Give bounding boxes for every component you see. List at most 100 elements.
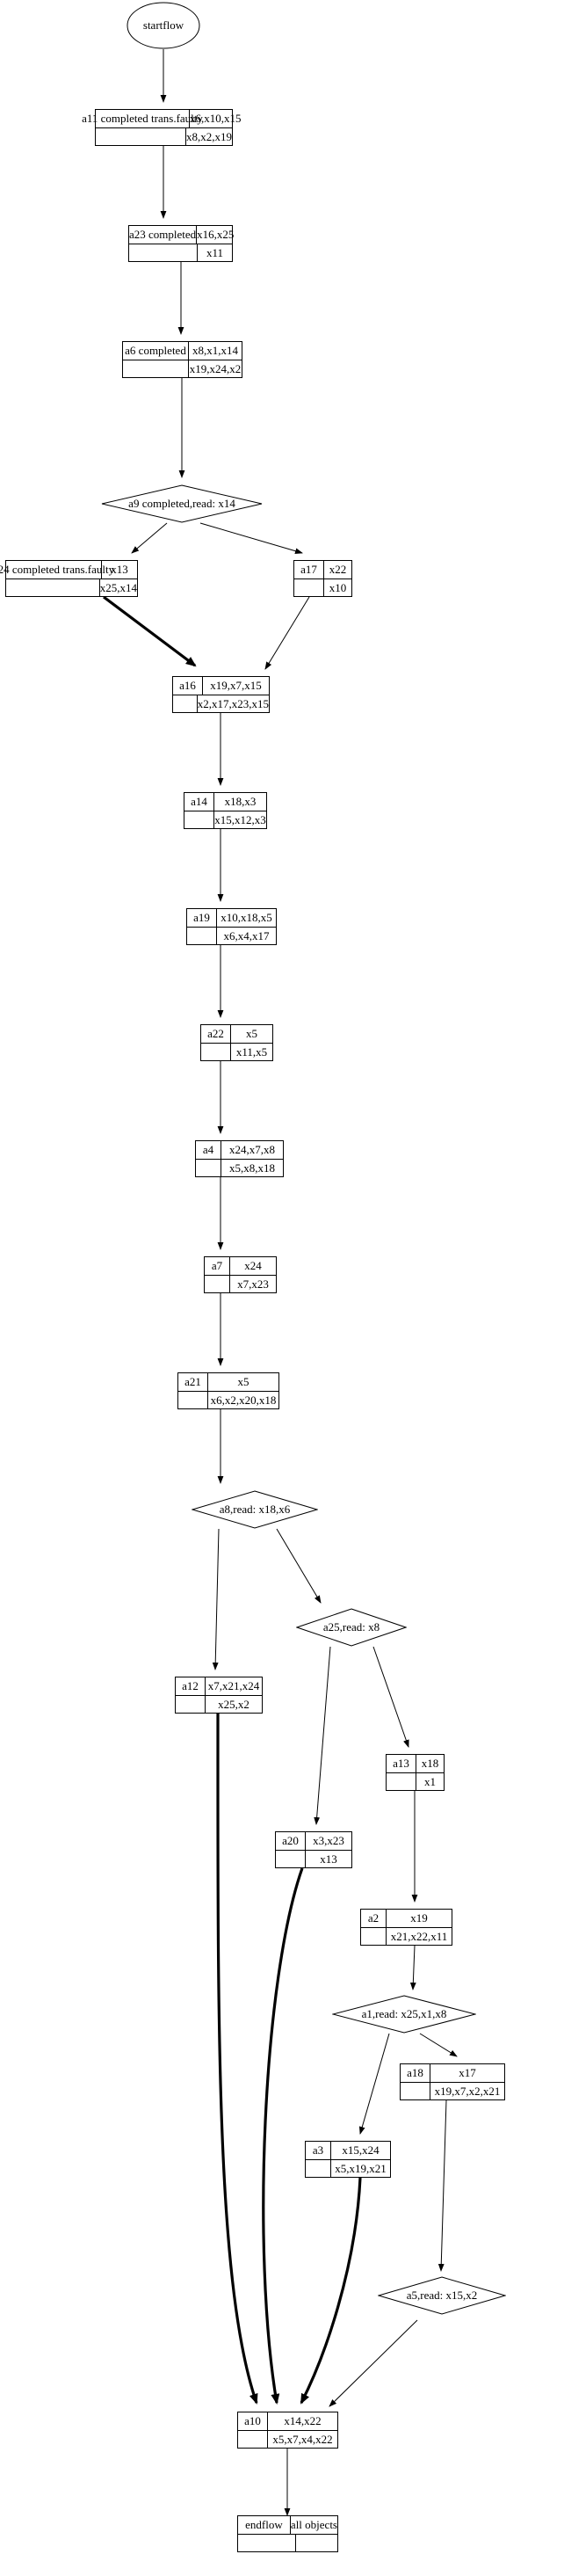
- node-a18-bottom-right: x19,x7,x2,x21: [434, 2084, 501, 2098]
- node-a3-bottom-left: [306, 2159, 331, 2177]
- node-a20-bottom-left: [276, 1850, 306, 1867]
- endflow-row2-left: [238, 2534, 296, 2551]
- startflow-label: startflow: [142, 18, 184, 32]
- decision-a1-label: a1,read: x25,x1,x8: [361, 2007, 447, 2020]
- node-a20-name: a20: [276, 1832, 306, 1850]
- node-a14-bottom-left: [184, 811, 214, 828]
- decision-a5[interactable]: a5,read: x15,x2: [378, 2276, 506, 2315]
- node-a23-top-right: x16,x25: [197, 228, 235, 242]
- node-a14-top-right: x18,x3: [224, 795, 257, 809]
- decision-a9-label: a9 completed,read: x14: [128, 497, 235, 510]
- decision-a8-label: a8,read: x18,x6: [219, 1503, 291, 1516]
- node-endflow[interactable]: endflow all objects: [237, 2515, 338, 2552]
- node-row-bottom: x25,x14: [6, 579, 137, 596]
- node-row-bottom: x15,x12,x3: [184, 811, 266, 828]
- node-a3-bottom-right: x5,x19,x21: [335, 2161, 387, 2175]
- node-row-bottom: x7,x23: [205, 1275, 276, 1292]
- node-row-top: endflow all objects: [238, 2516, 337, 2535]
- node-a13-bottom-right: x1: [424, 1774, 436, 1788]
- node-a13-top-right: x18: [421, 1757, 439, 1771]
- node-a6-top-right: x8,x1,x14: [192, 344, 238, 358]
- node-a13-bottom-left: [387, 1772, 416, 1790]
- decision-a1[interactable]: a1,read: x25,x1,x8: [332, 1995, 476, 2034]
- node-row-bottom: x25,x2: [176, 1695, 262, 1713]
- node-a20[interactable]: a20 x3,x23 x13: [275, 1831, 352, 1868]
- node-row-top: a20 x3,x23: [276, 1832, 351, 1851]
- node-a23-bottom-right: x11: [206, 245, 224, 259]
- decision-a5-label: a5,read: x15,x2: [406, 2289, 478, 2302]
- node-a17-top-right: x22: [329, 563, 347, 577]
- decision-a25[interactable]: a25,read: x8: [296, 1608, 407, 1647]
- node-a17-bottom-right: x10: [329, 580, 347, 594]
- node-a24-name: a24 completed trans.faulty: [0, 561, 114, 579]
- node-a12-name: a12: [176, 1677, 206, 1695]
- diamond-shape: [296, 1608, 407, 1647]
- ellipse-shape: [127, 2, 200, 49]
- node-a7-name: a7: [205, 1257, 230, 1275]
- node-a6-name: a6 completed: [123, 342, 189, 360]
- node-a11-name: a11 completed trans.faulty: [82, 110, 203, 127]
- node-a14-bottom-right: x15,x12,x3: [214, 812, 266, 826]
- decision-a8[interactable]: a8,read: x18,x6: [192, 1490, 318, 1529]
- node-row-bottom: x5,x8,x18: [196, 1159, 283, 1176]
- node-a19-bottom-left: [187, 927, 217, 944]
- node-a4-top-right: x24,x7,x8: [229, 1143, 275, 1157]
- endflow-row2-right: [296, 2535, 337, 2552]
- node-row-bottom: x13: [276, 1850, 351, 1867]
- endflow-name: endflow: [238, 2516, 291, 2534]
- node-a2-top-right: x19: [410, 1911, 428, 1925]
- node-a16-bottom-right: x2,x17,x23,x15: [197, 696, 269, 710]
- node-a19-top-right: x10,x18,x5: [221, 911, 272, 925]
- node-a12-top-right: x7,x21,x24: [207, 1679, 260, 1693]
- node-a19-bottom-right: x6,x4,x17: [223, 928, 270, 942]
- node-a10-top-right: x14,x22: [284, 2414, 322, 2428]
- node-a2-bottom-left: [361, 1927, 387, 1945]
- node-row-bottom: x1: [387, 1772, 444, 1790]
- node-startflow[interactable]: startflow: [127, 2, 200, 49]
- decision-a25-label: a25,read: x8: [322, 1620, 380, 1634]
- node-a11-bottom-left: [96, 127, 186, 145]
- node-a20-top-right: x3,x23: [313, 1834, 344, 1848]
- node-a11-top-right: x6,x10,x15: [190, 112, 242, 126]
- decision-a9[interactable]: a9 completed,read: x14: [101, 484, 263, 523]
- node-a23-bottom-left: [129, 244, 198, 261]
- node-row-bottom: x19,x24,x2: [123, 360, 242, 377]
- node-row-bottom: x6,x4,x17: [187, 927, 276, 944]
- node-a4-bottom-left: [196, 1159, 221, 1176]
- node-a18-top-right: x17: [459, 2066, 476, 2080]
- node-a7-bottom-left: [205, 1275, 230, 1292]
- node-a10-bottom-right: x5,x7,x4,x22: [272, 2432, 333, 2446]
